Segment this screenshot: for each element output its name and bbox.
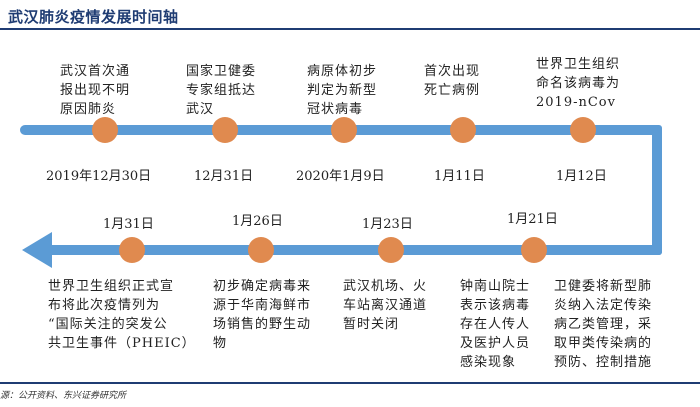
event-desc: 武汉首次通 报出现不明 原因肺炎 (60, 64, 131, 117)
event-marker (521, 237, 547, 263)
event-date: 2019年12月30日 (46, 169, 152, 184)
event-desc: 卫健委将新型肺 炎纳入法定传染 病乙类管理，采 取甲类传染病的 预防、控制措施 (554, 279, 653, 370)
event-desc: 病原体初步 判定为新型 冠状病毒 (307, 64, 378, 117)
event-desc: 首次出现 死亡病例 (424, 64, 481, 98)
event-marker (450, 117, 476, 143)
event-date: 1月31日 (103, 217, 154, 232)
event-marker (248, 237, 274, 263)
event-date: 12月31日 (194, 169, 254, 184)
event-date: 2020年1月9日 (296, 169, 385, 184)
footer-divider (0, 382, 700, 384)
timeline-bottom-line (48, 245, 662, 255)
event-desc: 国家卫健委 专家组抵达 武汉 (186, 64, 257, 117)
event-marker (92, 117, 118, 143)
event-marker (378, 237, 404, 263)
event-marker (331, 117, 357, 143)
event-date: 1月11日 (434, 169, 485, 184)
page-title: 武汉肺炎疫情发展时间轴 (8, 8, 179, 26)
event-desc: 世界卫生组织 命名该病毒为 2019-nCov (536, 57, 621, 110)
event-desc: 初步确定病毒来 源于华南海鲜市 场销售的野生动 物 (213, 279, 312, 351)
event-desc: 钟南山院士 表示该病毒 存在人传人 及医护人员 感染现象 (460, 279, 531, 370)
timeline-right-connector (652, 125, 662, 255)
event-date: 1月12日 (556, 169, 607, 184)
event-marker (119, 237, 145, 263)
timeline-arrow-icon (22, 232, 52, 268)
event-date: 1月23日 (362, 217, 413, 232)
event-marker (212, 117, 238, 143)
event-date: 1月26日 (232, 214, 283, 229)
event-date: 1月21日 (507, 212, 558, 227)
source-note: 源：公开资料、东兴证券研究所 (0, 391, 127, 401)
event-desc: 武汉机场、火 车站离汉通道 暂时关闭 (343, 279, 428, 332)
title-divider (0, 28, 700, 30)
event-marker (570, 117, 596, 143)
event-desc: 世界卫生组织正式宣 布将此次疫情列为 “国际关注的突发公 共卫生事件（PHEIC… (48, 279, 196, 351)
